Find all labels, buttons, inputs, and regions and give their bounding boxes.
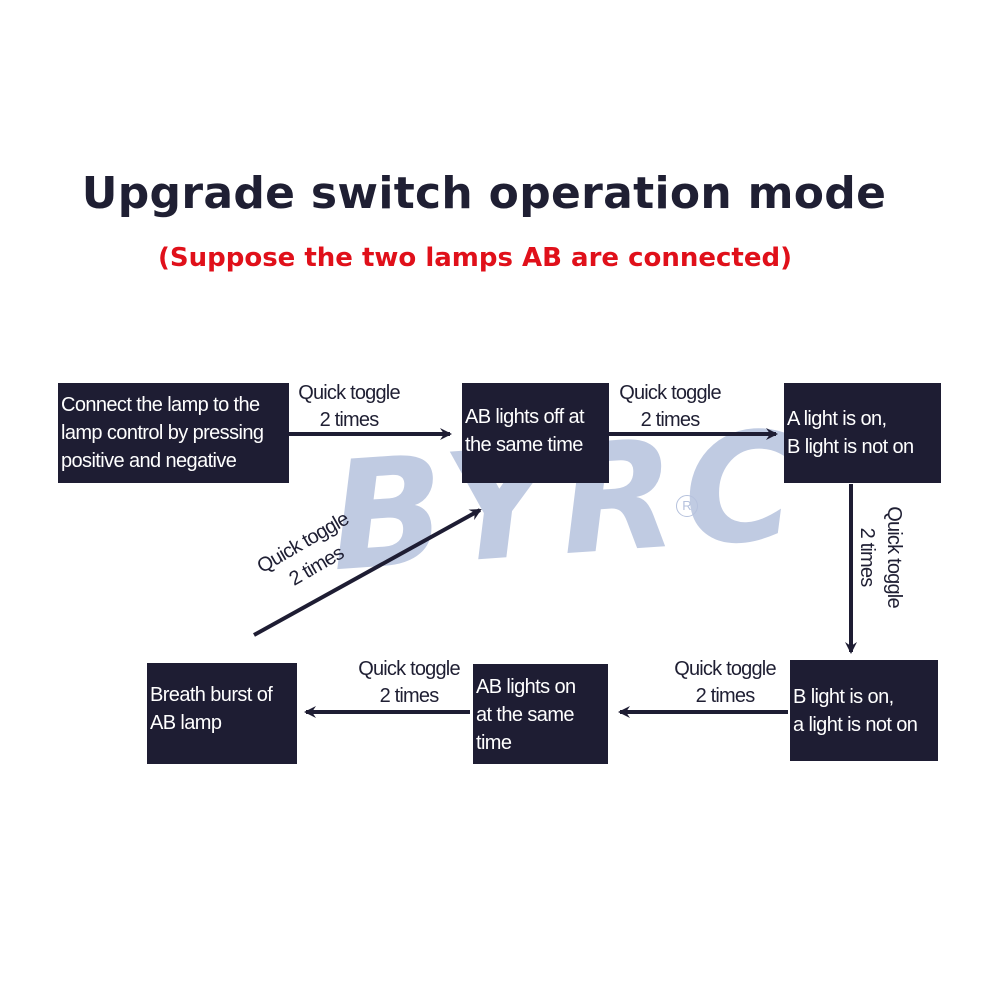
node-connect-lamp: Connect the lamp to the lamp control by … [58, 383, 289, 483]
edge-label-a-on-to-b-on: Quick toggle 2 times [856, 506, 905, 608]
arrow-breath-to-ab-off [253, 508, 482, 637]
edge-label-ab-on-to-breath: Quick toggle 2 times [358, 658, 460, 707]
node-a-light-on: A light is on, B light is not on [784, 383, 941, 483]
node-b-light-on: B light is on, a light is not on [790, 660, 938, 761]
edge-label-ab-off-to-a-on: Quick toggle 2 times [619, 382, 721, 431]
registered-mark: R [676, 495, 698, 517]
edge-label-b-on-to-ab-on: Quick toggle 2 times [674, 658, 776, 707]
page-title: Upgrade switch operation mode [81, 168, 887, 219]
node-ab-lights-off: AB lights off at the same time [462, 383, 609, 483]
edge-label-connect-to-ab-off: Quick toggle 2 times [298, 382, 400, 431]
page-subtitle: (Suppose the two lamps AB are connected) [158, 243, 792, 273]
node-ab-lights-on: AB lights on at the same time [473, 664, 608, 764]
node-breath-burst: Breath burst of AB lamp [147, 663, 297, 764]
